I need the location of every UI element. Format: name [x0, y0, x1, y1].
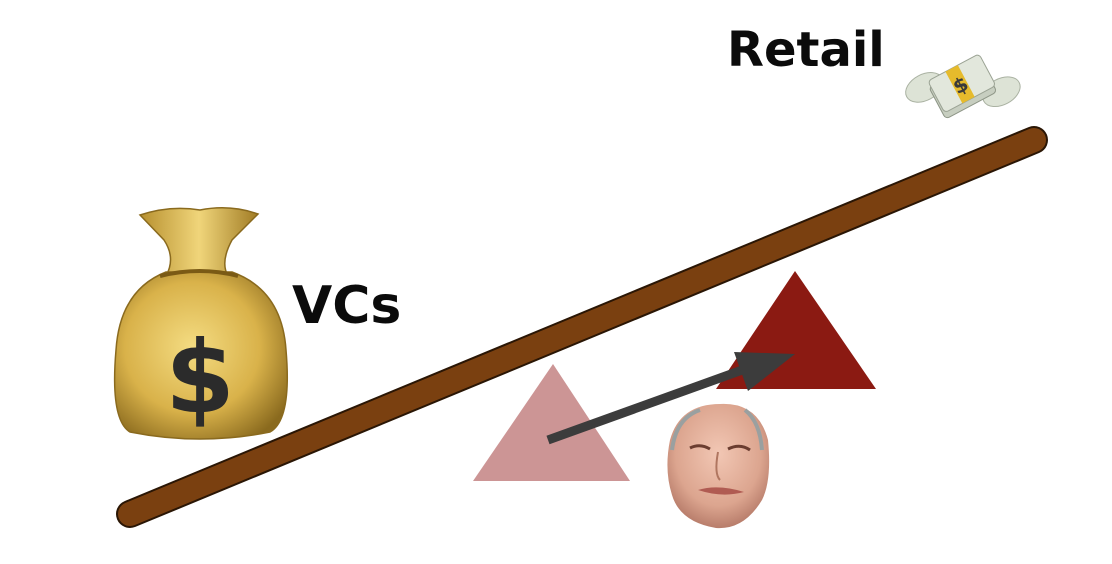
shift-arrow-icon [546, 352, 795, 445]
vcs-label: VCs [292, 276, 402, 336]
money-bag-icon: $ [113, 207, 289, 440]
face-image [667, 403, 770, 529]
money-bag-dollar-sign: $ [165, 319, 235, 436]
old-fulcrum-triangle [473, 364, 630, 481]
money-with-wings-icon: $ [905, 54, 1021, 119]
retail-label: Retail [727, 22, 885, 78]
seesaw-plank [116, 126, 1048, 528]
